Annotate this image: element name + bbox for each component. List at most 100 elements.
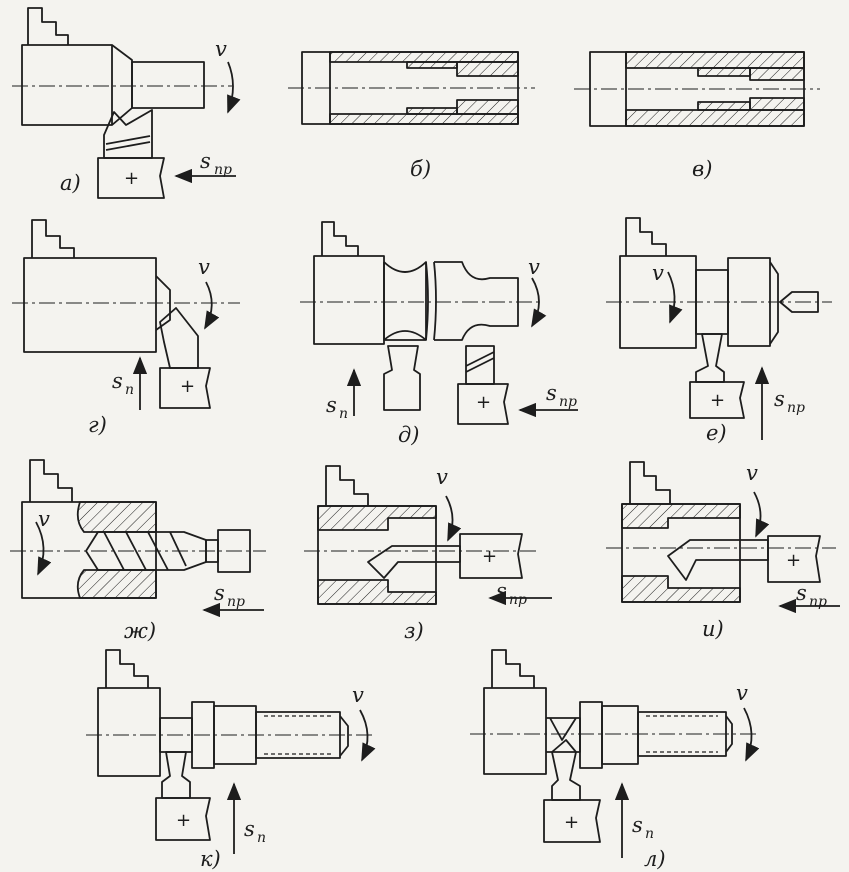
chuck-jaw [491, 649, 535, 688]
v-groove [546, 717, 581, 753]
shaft-right-section [434, 261, 519, 341]
feed2-sub-d: пр [559, 394, 577, 410]
holder-mark-d: + [476, 392, 491, 413]
chuck-jaw [105, 649, 149, 688]
feed-sub-k: п [257, 830, 266, 846]
diagram-z [304, 465, 552, 606]
hatched-wall-top [76, 501, 157, 533]
rotation-arrow [204, 281, 220, 330]
caption-d: д) [398, 423, 420, 447]
parting-tool [695, 333, 725, 383]
holder-mark-g: + [180, 376, 195, 397]
drill-holder [217, 529, 251, 573]
bore-stepped-top [406, 61, 458, 69]
chamfer-face [155, 275, 171, 331]
tool-break-line [465, 357, 495, 373]
chuck-jaw [325, 465, 369, 506]
diagram-v [574, 51, 820, 127]
rotation-arrow [359, 709, 376, 762]
rotation-arrow [753, 491, 770, 538]
chuck-jaw [29, 459, 73, 502]
cutting-tool [159, 307, 199, 369]
bore-end-top [456, 61, 519, 77]
caption-zh: ж) [124, 619, 156, 643]
caption-l: л) [644, 847, 666, 871]
diagram-k [86, 649, 376, 854]
chuck-jaw [31, 219, 75, 258]
hatched-wall-top [317, 505, 437, 531]
bore-stepped-bottom [406, 107, 458, 115]
caption-e: е) [706, 421, 727, 445]
diagram-b [288, 51, 535, 125]
feed-sub-a: пр [214, 162, 232, 178]
holder-mark-i: + [786, 550, 801, 571]
workpiece-shaft [131, 61, 205, 109]
diagram-l [470, 649, 760, 858]
workpiece-body [21, 44, 113, 126]
hatched-bottom [625, 109, 805, 127]
hatched-wall-bottom [621, 575, 741, 603]
form-tool [551, 739, 581, 801]
collar-chamfer [769, 261, 779, 345]
grooving-tool [383, 345, 421, 411]
wall-top-section [329, 51, 519, 63]
rotation-arrow [531, 277, 547, 328]
tool-break-line [105, 135, 151, 145]
caption-g: г) [88, 413, 107, 437]
feed-label-e: s [774, 387, 785, 411]
diagram-d [300, 221, 578, 425]
workpiece-body [483, 687, 547, 775]
feed-label-i: s [796, 581, 807, 605]
holder-mark-e: + [710, 390, 725, 411]
boring-bar [667, 539, 769, 581]
diagram-i [606, 461, 840, 614]
caption-k: к) [200, 847, 221, 871]
bore-end-bottom [456, 99, 519, 115]
tool-holder [543, 799, 601, 843]
holder-mark-z: + [482, 546, 497, 567]
feed-label-a: s [200, 149, 211, 173]
hatched-top [625, 51, 805, 69]
bore-mid-top [697, 67, 751, 77]
labels: а) v s пр + б) в) г) v s п + д) v s п s … [38, 37, 827, 871]
hatched-wall-top [621, 503, 741, 529]
feed-label-zh: s [214, 581, 225, 605]
collar [579, 701, 603, 769]
chuck-jaw [629, 461, 671, 504]
feed-label-l: s [632, 813, 643, 837]
feed2-label-d: s [546, 381, 557, 405]
workpiece-body [23, 257, 157, 353]
tool-holder [689, 381, 745, 419]
hatched-wall-bottom [76, 569, 157, 599]
shaft-left-groove [383, 261, 427, 341]
caption-z: з) [404, 619, 424, 643]
speed-label-l: v [736, 681, 748, 705]
feed-sub-g: п [125, 382, 134, 398]
chuck-jaw [27, 7, 69, 45]
tool-break-line [465, 351, 495, 367]
tool-holder [159, 367, 211, 409]
feed-sub-i: пр [809, 594, 827, 610]
feed-sub-e: пр [787, 400, 805, 416]
wall-bottom-section [329, 113, 519, 125]
diagram-g [12, 219, 240, 410]
speed-label-g: v [198, 255, 210, 279]
feed-label-k: s [244, 817, 255, 841]
speed-label-e: v [652, 261, 664, 285]
rotation-arrow [227, 61, 241, 114]
shaft-break [425, 261, 437, 341]
caption-a: а) [60, 171, 81, 195]
step [601, 705, 639, 765]
feed-label-z: s [496, 579, 507, 603]
center-drill [779, 291, 819, 313]
caption-i: и) [702, 617, 724, 641]
diagram-zh [10, 459, 266, 618]
diagram-a [12, 7, 241, 199]
hatched-wall-bottom [317, 579, 437, 605]
caption-v: в) [692, 157, 712, 181]
holder-mark-l: + [564, 812, 579, 833]
caption-b: б) [410, 157, 431, 181]
speed-label-a: v [215, 37, 227, 61]
